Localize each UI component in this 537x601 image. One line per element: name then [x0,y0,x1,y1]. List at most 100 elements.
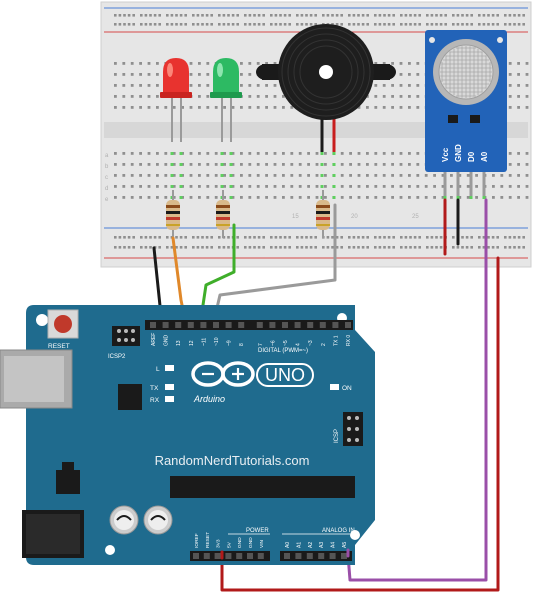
top-pin-label: 13 [176,340,182,346]
watermark-text: RandomNerdTutorials.com [155,453,310,468]
icsp-header [343,412,363,446]
resistor-buzzer [316,190,330,238]
row-letter: d [105,186,108,192]
top-pin-label: GND [164,335,170,347]
terminal-strip-bottom [114,152,529,199]
column-number: 25 [412,214,419,220]
brand-name: Arduino [193,394,225,404]
header-pin [329,553,336,559]
reset-label: RESET [48,343,70,350]
analog-header: A0 A1 A2 A3 A4 A5 [280,542,352,561]
analog-pin-label: A2 [308,542,314,548]
analog-pin-label: A0 [285,542,291,548]
analog-pin-label: A4 [331,542,337,548]
green-led [210,58,242,142]
power-pin-label: 5V [226,541,232,548]
power-pin-label: GND [248,537,254,548]
gas-sensor-module: Vcc GND D0 A0 [425,30,507,196]
header-pin [307,322,314,328]
row-letter: b [105,164,109,170]
model-name: UNO [265,365,305,385]
header-pin [162,322,169,328]
power-pin-label: 3V3 [216,539,222,548]
header-pin [341,553,347,559]
top-pin-label: ~11 [201,338,207,346]
icsp-label: ICSP [334,429,340,443]
header-pin [269,322,276,328]
column-number: 15 [292,214,299,220]
uno-badge [256,363,314,387]
power-label: POWER [246,528,269,534]
piezo-buzzer [256,24,396,152]
header-pin [203,553,210,559]
power-rail-top-1 [114,14,525,17]
top-pin-label: 4 [296,343,302,346]
wire-red-5v [220,256,500,592]
icsp2-header [112,326,140,346]
header-pin [294,322,301,328]
resistor-green-led [216,190,230,238]
top-pin-label: ~10 [214,337,220,346]
header-pin [319,322,326,328]
tx-label: TX [150,385,159,392]
header-pin [284,553,290,559]
atmega-chip [170,476,355,498]
pin-label-d0: D0 [467,151,476,162]
power-pin-label: IOREF [194,533,200,548]
row-letter: e [105,197,109,203]
status-leds: L TX RX ON [150,365,352,404]
pin-label-a0: A0 [480,151,489,162]
header-pin [214,553,221,559]
red-led [160,58,192,142]
header-pin [247,553,253,559]
arduino-infinity-logo [191,361,255,387]
usb-chip [118,384,142,410]
header-pin [282,322,288,328]
header-pin [306,553,313,559]
header-pin [236,553,243,559]
header-pin [257,553,264,559]
on-label: ON [342,385,352,392]
header-pin [256,322,263,328]
reset-button[interactable] [47,309,79,339]
power-pin-label: RESET [205,532,211,548]
column-numbers: 15 20 25 [292,214,419,220]
top-pin-label: AREF [151,333,157,346]
voltage-regulator [56,470,80,494]
analog-label: ANALOG IN [322,528,355,534]
header-pin [318,553,325,559]
top-pin-label: RX 0 [346,335,352,346]
header-pin [238,322,245,328]
capacitors [109,505,173,535]
row-letters: a b c d e [105,153,109,203]
header-pin [200,322,207,328]
top-pin-label: 7 [258,343,264,346]
rx-label: RX [150,397,160,404]
row-letter: c [105,175,108,181]
top-pin-label: ~5 [283,340,289,346]
power-rail-bottom-2 [114,246,525,249]
header-pin [332,322,339,328]
analog-pin-label: A1 [296,542,302,548]
header-pin [345,322,351,328]
header-pin [150,322,156,328]
sensor-pin-labels: Vcc GND D0 A0 [441,144,489,162]
sensor-mesh [440,46,492,98]
analog-pin-label: A3 [319,542,325,548]
column-number: 20 [351,214,358,220]
top-pin-label: 8 [239,343,245,346]
top-pin-label: ~3 [308,340,314,346]
top-pin-label: 12 [189,340,195,346]
top-pin-label: ~6 [270,340,276,346]
header-pin [193,553,199,559]
power-pin-label: VIN [259,539,265,548]
header-pin [225,322,232,328]
power-rail-bottom-1 [114,236,525,239]
header-pin [175,322,182,328]
header-pin [225,553,232,559]
power-pin-label: GND [237,537,243,548]
analog-pin-label: A5 [342,542,348,548]
